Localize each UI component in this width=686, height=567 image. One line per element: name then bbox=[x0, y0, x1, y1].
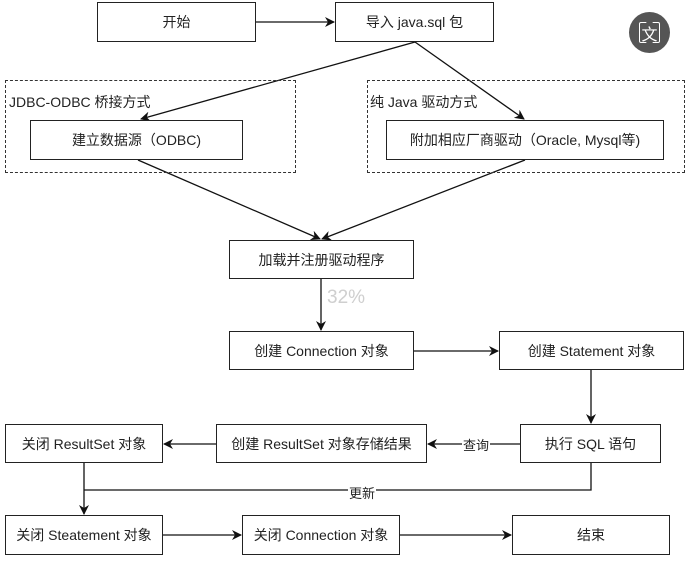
group-label-pure-java: 纯 Java 驱动方式 bbox=[370, 94, 478, 110]
node-execute-sql: 执行 SQL 语句 bbox=[520, 424, 661, 463]
node-create-connection: 创建 Connection 对象 bbox=[229, 331, 414, 370]
node-odbc-source: 建立数据源（ODBC) bbox=[30, 120, 243, 160]
node-start: 开始 bbox=[97, 2, 256, 42]
zoom-level-indicator: 32% bbox=[327, 287, 366, 308]
node-vendor-driver: 附加相应厂商驱动（Oracle, Mysql等) bbox=[386, 120, 664, 160]
group-pure-java bbox=[367, 80, 685, 173]
edge-label-query: 查询 bbox=[462, 435, 491, 454]
node-import: 导入 java.sql 包 bbox=[335, 2, 494, 42]
node-end: 结束 bbox=[512, 515, 670, 555]
edge-execute-update bbox=[84, 463, 592, 491]
node-create-statement: 创建 Statement 对象 bbox=[499, 331, 684, 370]
node-close-connection: 关闭 Connection 对象 bbox=[242, 515, 400, 555]
translate-button[interactable]: 文 bbox=[629, 12, 670, 53]
node-close-statement: 关闭 Steatement 对象 bbox=[5, 515, 163, 555]
edge-vendor-load bbox=[321, 159, 526, 241]
node-create-resultset: 创建 ResultSet 对象存储结果 bbox=[216, 424, 427, 463]
node-close-resultset: 关闭 ResultSet 对象 bbox=[5, 424, 163, 463]
group-label-bridge: JDBC-ODBC 桥接方式 bbox=[9, 94, 151, 110]
group-jdbc-odbc-bridge bbox=[5, 80, 296, 173]
node-load-driver: 加载并注册驱动程序 bbox=[229, 240, 414, 279]
translate-icon: 文 bbox=[641, 26, 658, 44]
edge-label-update: 更新 bbox=[348, 483, 377, 502]
edge-odbc-load bbox=[137, 159, 321, 241]
